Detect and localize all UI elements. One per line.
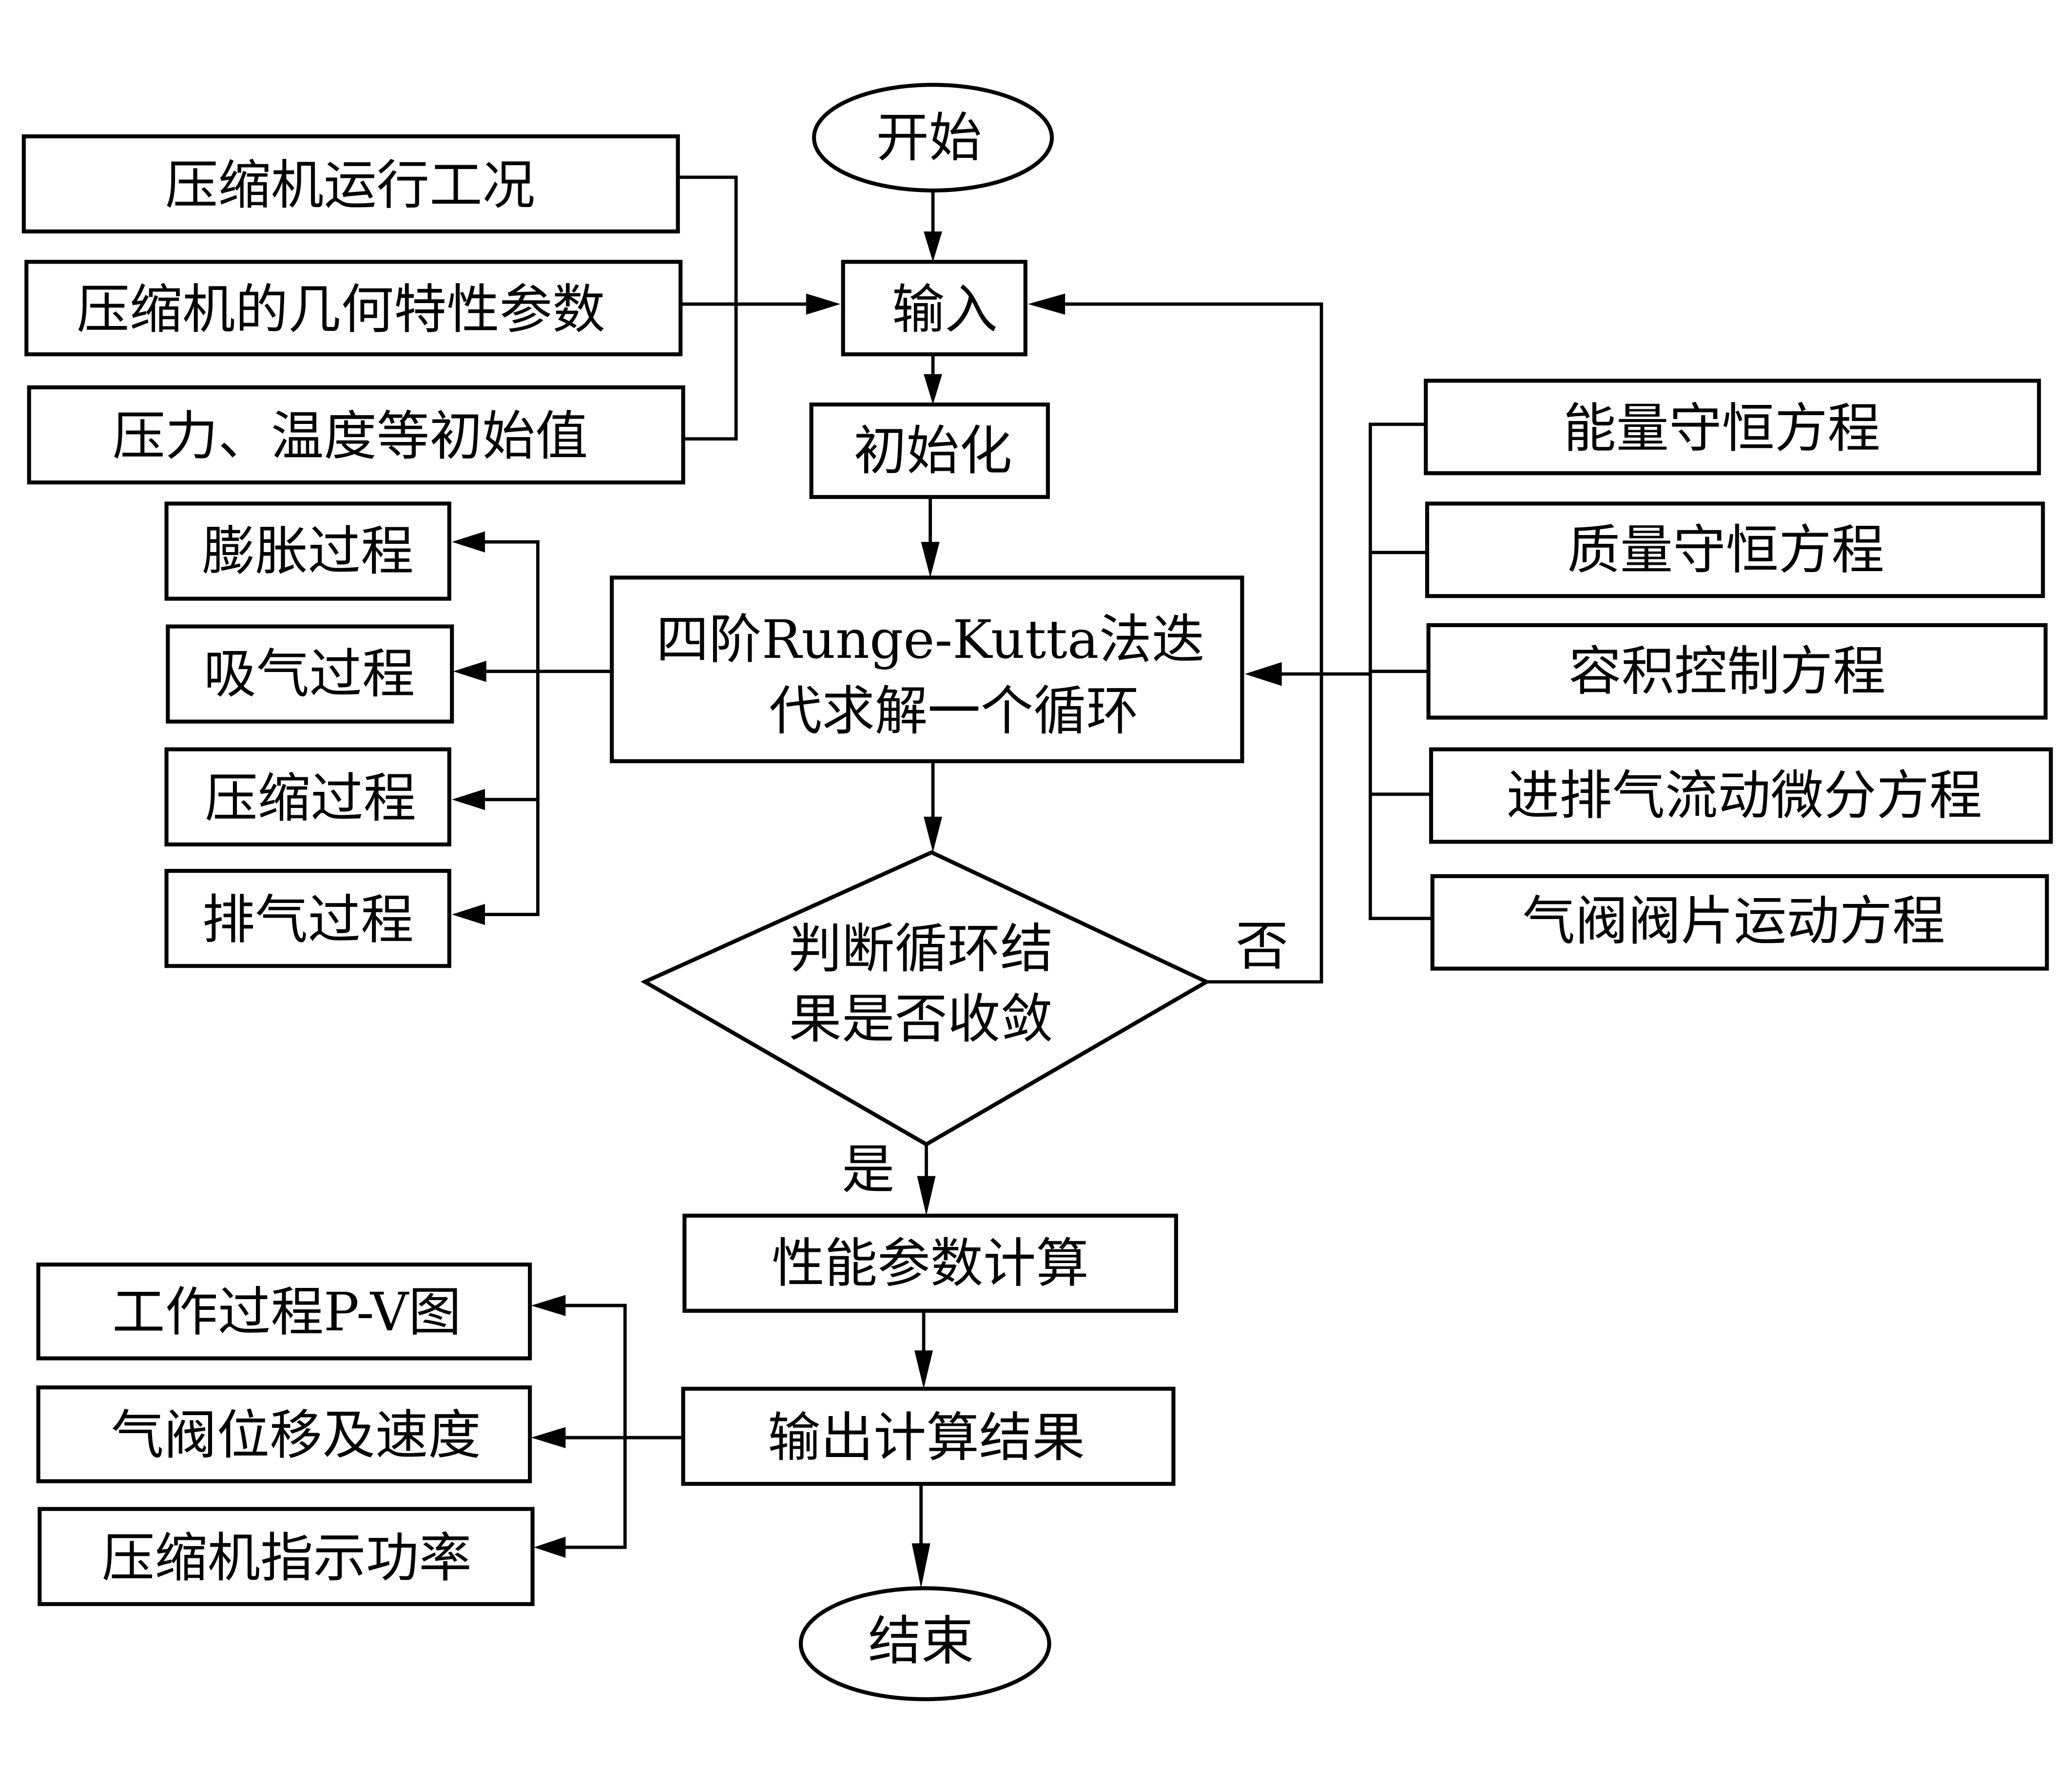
arrow-icon	[452, 531, 485, 553]
svg-text:气阀位移及速度: 气阀位移及速度	[111, 1404, 481, 1466]
connector-outputs-bracket	[565, 1304, 627, 1549]
arrow-icon	[531, 1295, 566, 1316]
solver-label-line1: 四阶Runge-Kutta法迭	[656, 609, 1205, 671]
yes-label: 是	[842, 1138, 894, 1200]
svg-text:吸气过程: 吸气过程	[204, 643, 415, 705]
solver-node: 四阶Runge-Kutta法迭 代求解一个循环	[610, 575, 1244, 764]
equation-mass: 质量守恒方程	[1425, 501, 2045, 598]
equation-flow: 进排气流动微分方程	[1429, 747, 2053, 844]
arrow-icon	[917, 1176, 936, 1216]
input-node: 输入	[841, 260, 1027, 357]
equation-volume: 容积控制方程	[1426, 623, 2048, 720]
svg-text:压缩机指示功率: 压缩机指示功率	[102, 1527, 472, 1589]
svg-text:压缩机的几何特性参数: 压缩机的几何特性参数	[77, 278, 605, 340]
no-label: 否	[1236, 915, 1288, 977]
arrow-icon	[452, 789, 485, 810]
start-label: 开始	[876, 107, 982, 169]
decision-label-line2: 果是否收敛	[789, 988, 1053, 1050]
arrow-icon	[924, 816, 943, 853]
svg-text:膨胀过程: 膨胀过程	[202, 520, 414, 582]
svg-text:压缩过程: 压缩过程	[205, 767, 416, 829]
input-source-initial-values: 压力、温度等初始值	[27, 385, 685, 485]
end-label: 结束	[868, 1610, 974, 1672]
decision-label-line1: 判断循环结	[789, 918, 1053, 980]
solver-label-line2: 代求解一个循环	[769, 680, 1139, 742]
arrow-icon	[924, 231, 943, 262]
equation-valve-motion: 气阀阀片运动方程	[1430, 874, 2049, 971]
output-pv-diagram: 工作过程P-V图	[36, 1262, 532, 1361]
svg-text:气阀阀片运动方程: 气阀阀片运动方程	[1522, 890, 1945, 952]
arrow-icon	[453, 661, 486, 682]
svg-text:进排气流动微分方程: 进排气流动微分方程	[1507, 765, 1982, 826]
process-compression: 压缩过程	[164, 747, 451, 846]
connector-inputs-bracket	[678, 175, 738, 441]
svg-text:压力、温度等初始值: 压力、温度等初始值	[112, 405, 588, 467]
svg-text:排气过程: 排气过程	[202, 889, 414, 951]
svg-text:能量守恒方程: 能量守恒方程	[1563, 397, 1880, 459]
svg-text:压缩机运行工况: 压缩机运行工况	[165, 154, 535, 216]
output-valve-displacement: 气阀位移及速度	[36, 1385, 532, 1483]
decision-node: 判断循环结 果是否收敛	[640, 850, 1211, 1147]
process-suction: 吸气过程	[166, 624, 454, 724]
output-node: 输出计算结果	[681, 1386, 1176, 1486]
arrow-icon	[921, 542, 940, 578]
arrow-icon	[1028, 293, 1065, 315]
connector-processes-bracket	[475, 540, 540, 916]
perf-calc-node: 性能参数计算	[682, 1213, 1178, 1313]
arrow-icon	[452, 903, 485, 925]
output-label: 输出计算结果	[768, 1407, 1085, 1469]
equation-energy: 能量守恒方程	[1424, 379, 2041, 476]
init-label: 初始化	[853, 420, 1012, 481]
input-label: 输入	[892, 278, 998, 340]
arrow-icon	[1244, 662, 1282, 686]
arrow-icon	[914, 1350, 933, 1389]
output-indicated-power: 压缩机指示功率	[38, 1507, 535, 1606]
perf-calc-label: 性能参数计算	[772, 1232, 1089, 1294]
start-node: 开始	[812, 82, 1054, 192]
init-node: 初始化	[809, 403, 1050, 499]
arrow-icon	[911, 1543, 930, 1589]
arrow-icon	[924, 374, 943, 405]
svg-text:质量守恒方程: 质量守恒方程	[1567, 519, 1884, 581]
svg-text:工作过程P-V图: 工作过程P-V图	[112, 1281, 461, 1343]
input-source-operating-conditions: 压缩机运行工况	[21, 134, 680, 234]
process-discharge: 排气过程	[164, 869, 451, 968]
arrow-icon	[806, 293, 841, 315]
arrow-icon	[534, 1536, 566, 1558]
arrow-icon	[531, 1427, 566, 1448]
svg-text:容积控制方程: 容积控制方程	[1569, 640, 1886, 702]
end-node: 结束	[798, 1586, 1051, 1702]
process-expansion: 膨胀过程	[164, 501, 451, 601]
connector-no-loop	[1065, 302, 1323, 984]
input-source-geometry: 压缩机的几何特性参数	[24, 260, 683, 357]
